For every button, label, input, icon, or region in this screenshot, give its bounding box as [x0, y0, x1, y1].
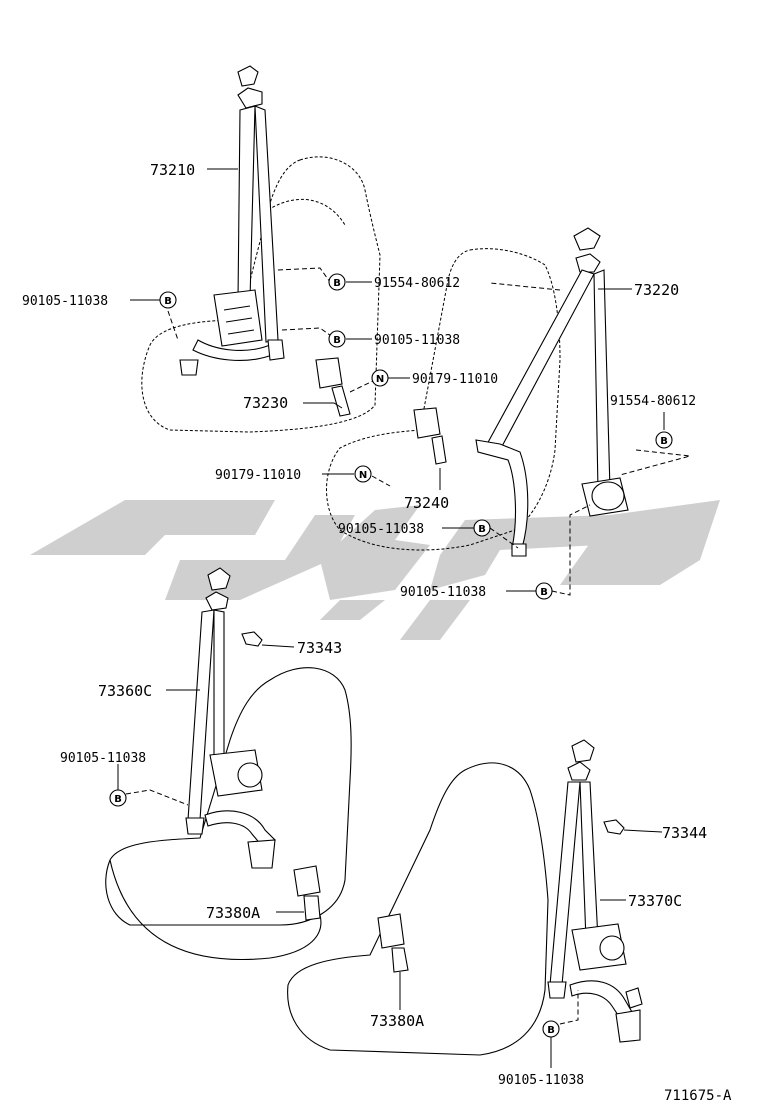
bolt-symbol-text: B [547, 1025, 555, 1036]
leader-lines [117, 168, 691, 1068]
clip-73343 [241, 631, 263, 647]
nut-symbol-90179-a: N [371, 369, 389, 387]
bolt-symbol-text: B [660, 436, 668, 447]
front-right-seat [326, 248, 561, 551]
bolt-symbol-90105-c: B [473, 519, 491, 537]
buckle-73230 [315, 357, 351, 417]
label-90105-11038-a: 90105-11038 [22, 294, 108, 309]
label-90105-11038-d: 90105-11038 [400, 585, 486, 600]
belt-73360c [185, 567, 276, 869]
bolt-symbol-90105-a: B [159, 291, 177, 309]
label-73343: 73343 [297, 639, 342, 657]
buckle-73240 [413, 407, 447, 465]
label-91554-80612-top: 91554-80612 [374, 276, 460, 291]
nut-symbol-text: N [376, 374, 384, 385]
rear-left-seat [105, 667, 352, 961]
bolt-symbol-90105-f: B [542, 1020, 560, 1038]
label-73360c: 73360C [98, 682, 152, 700]
bolt-symbol-90105-e: B [109, 789, 127, 807]
diagram-code: 711675-A [664, 1088, 732, 1104]
bolt-symbol-90105-b: B [328, 330, 346, 348]
label-73230: 73230 [243, 394, 288, 412]
part-labels: 73210 91554-80612 90105-11038 90105-1103… [22, 161, 732, 1104]
label-73220: 73220 [634, 281, 679, 299]
label-90105-11038-f: 90105-11038 [498, 1073, 584, 1088]
bolt-symbol-text: B [540, 587, 548, 598]
belt-73370c [547, 739, 643, 1043]
label-90179-11010-b: 90179-11010 [215, 468, 301, 483]
rear-right-seat [287, 762, 549, 1056]
watermark-logo [30, 500, 720, 640]
bolt-symbol-91554-right: B [655, 431, 673, 449]
bolt-symbol-text: B [114, 794, 122, 805]
nut-symbol-text: N [359, 470, 367, 481]
label-90179-11010-a: 90179-11010 [412, 372, 498, 387]
belt-73210 [179, 65, 285, 376]
bolt-symbol-text: B [164, 296, 172, 307]
label-73344: 73344 [662, 824, 707, 842]
label-73380a-left: 73380A [206, 904, 260, 922]
belt-73220 [475, 227, 629, 557]
nut-symbol-90179-b: N [354, 465, 372, 483]
label-73210: 73210 [150, 161, 195, 179]
label-91554-80612-right: 91554-80612 [610, 394, 696, 409]
bolt-symbol-90105-d: B [535, 582, 553, 600]
label-73380a-center: 73380A [370, 1012, 424, 1030]
bolt-symbol-text: B [478, 524, 486, 535]
label-90105-11038-b: 90105-11038 [374, 333, 460, 348]
label-90105-11038-e: 90105-11038 [60, 751, 146, 766]
bolt-symbol-text: B [333, 335, 341, 346]
buckle-73380a-center [377, 913, 409, 973]
clip-73344 [603, 819, 625, 835]
bolt-symbol-text: B [333, 278, 341, 289]
label-73240: 73240 [404, 494, 449, 512]
label-73370c: 73370C [628, 892, 682, 910]
label-90105-11038-c: 90105-11038 [338, 522, 424, 537]
bolt-symbol-91554-top: B [328, 273, 346, 291]
buckle-73380a-left [293, 865, 321, 921]
